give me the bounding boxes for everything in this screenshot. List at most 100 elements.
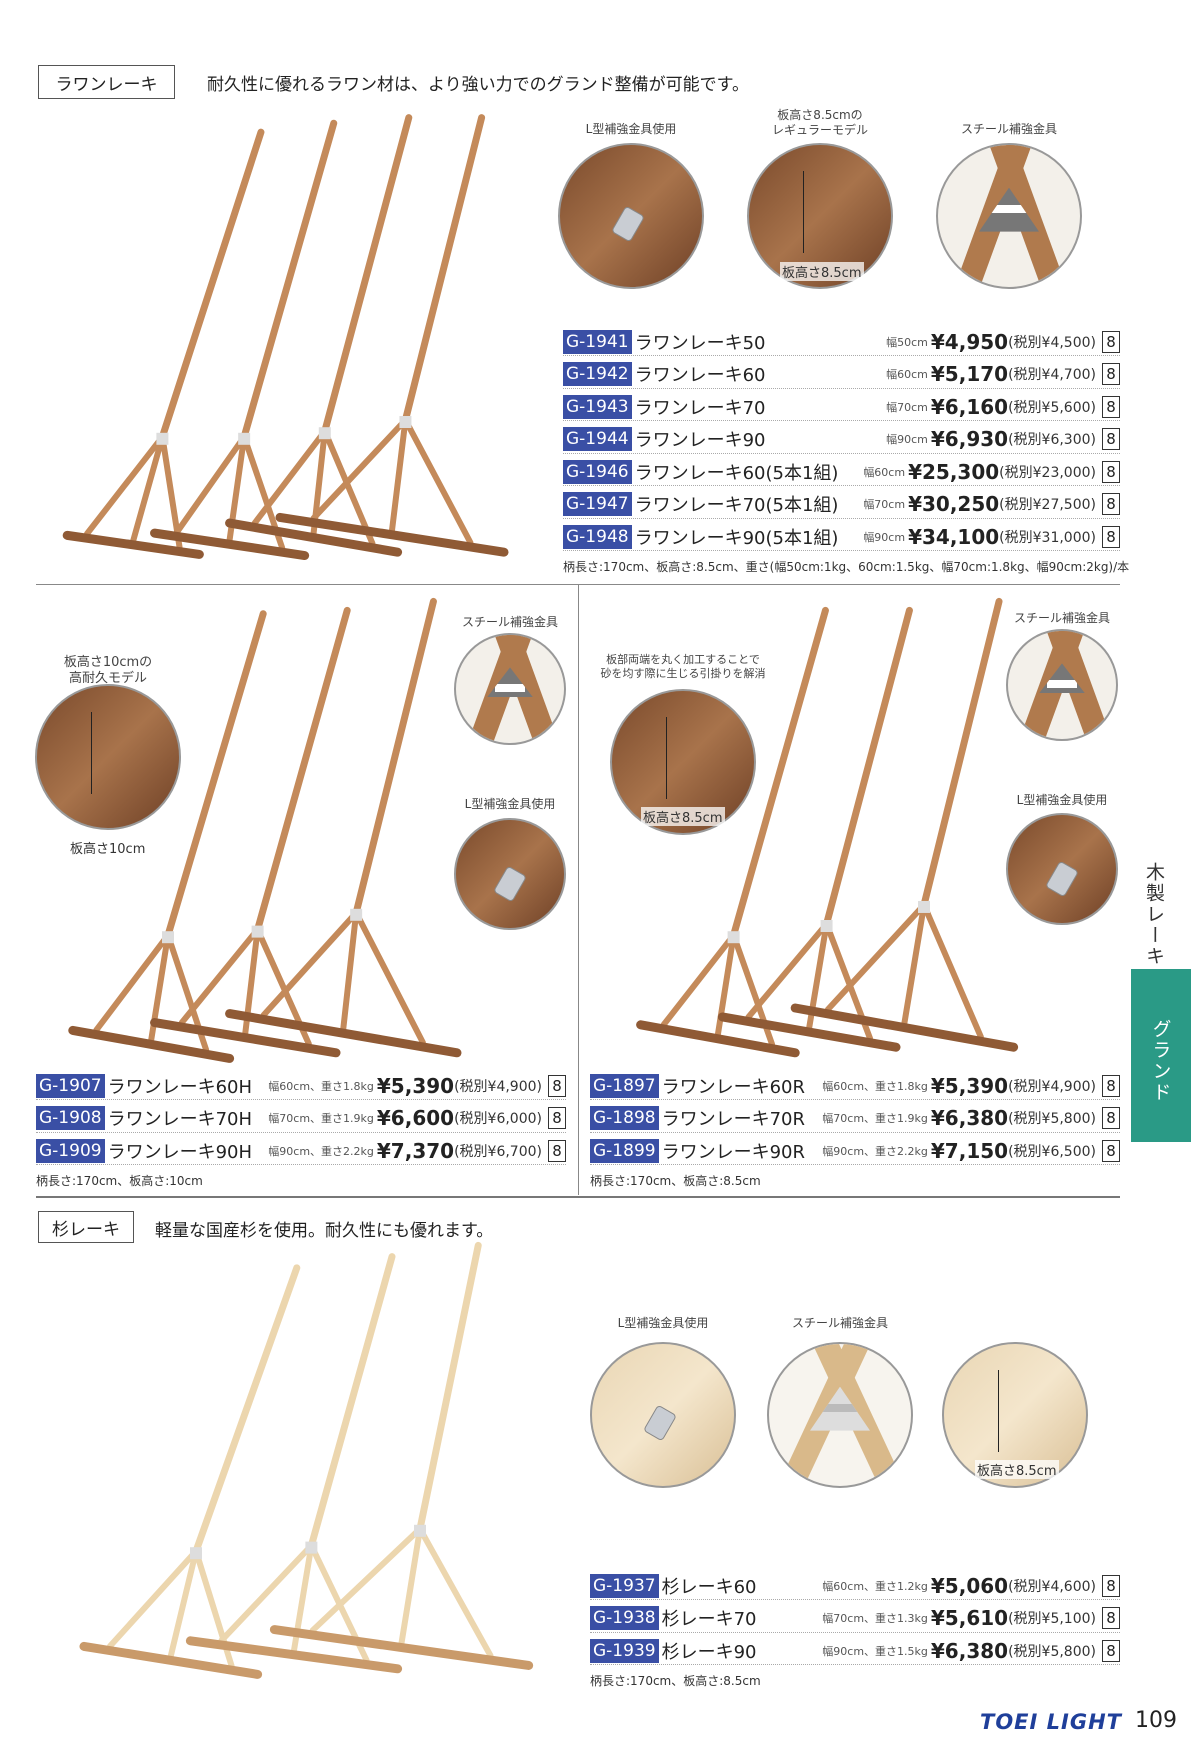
price-excluding-tax: (税別¥4,600) — [1008, 1578, 1096, 1595]
height-measure-label: 板高さ8.5cm — [780, 262, 864, 281]
product-name: ラワンレーキ70(5本1組) — [634, 495, 839, 516]
quantity-unit: 8 — [1102, 525, 1120, 548]
product-spec: 幅60cm、重さ1.2kg — [822, 1579, 928, 1593]
detail-caption: 板高さ10cmの 高耐久モデル — [63, 655, 153, 687]
product-price: ¥5,390 — [376, 1073, 455, 1098]
quantity-unit: 8 — [548, 1074, 566, 1097]
price-excluding-tax: (税別¥4,900) — [1008, 1078, 1096, 1095]
rake-part — [321, 114, 413, 435]
board-height-detail-image — [35, 684, 181, 830]
rake-part — [167, 1548, 199, 1659]
steel-bracket-detail-image — [454, 633, 566, 745]
product-code: G-1941 — [563, 329, 632, 354]
price-excluding-tax: (税別¥5,800) — [1008, 1111, 1096, 1127]
product-name: ラワンレーキ60H — [107, 1076, 253, 1098]
product-name: 杉レーキ60 — [661, 1576, 757, 1598]
product-code: G-1939 — [590, 1638, 659, 1663]
rake-part — [150, 528, 310, 561]
product-spec: 幅60cm — [886, 368, 928, 381]
price-excluding-tax: (税別¥23,000) — [999, 464, 1096, 481]
product-name: ラワンレーキ70R — [661, 1109, 805, 1130]
product-spec: 幅70cm — [886, 400, 928, 414]
product-price: ¥5,170 — [930, 362, 1009, 386]
quantity-unit: 8 — [1102, 1139, 1120, 1162]
product-price: ¥6,380 — [930, 1638, 1009, 1663]
quantity-unit: 8 — [1102, 395, 1120, 418]
rake-part — [164, 610, 267, 939]
product-price: ¥25,300 — [908, 459, 1000, 484]
product-spec: 幅90cm、重さ2.2kg — [822, 1144, 928, 1158]
rake-part — [269, 1625, 534, 1670]
product-price: ¥6,600 — [376, 1106, 455, 1130]
steel-bracket — [305, 1541, 318, 1554]
rake-part — [62, 530, 204, 559]
steel-bracket — [820, 920, 833, 932]
product-code: G-1943 — [563, 394, 632, 419]
rake-part — [660, 932, 737, 1028]
detail-caption: スチール補強金具 — [461, 615, 559, 629]
rake-part — [93, 932, 171, 1034]
product-spec: 幅60cm、重さ1.8kg — [822, 1079, 928, 1093]
rake-part — [402, 417, 474, 546]
quantity-unit: 8 — [1102, 1639, 1120, 1662]
price-excluding-tax: (税別¥4,500) — [1008, 334, 1096, 351]
rake-part — [307, 1253, 396, 1550]
quantity-unit: 8 — [1102, 1607, 1120, 1629]
rake-part — [84, 433, 166, 537]
product-code: G-1907 — [36, 1073, 105, 1098]
spec-note: 柄長さ:170cm、板高さ:10cm — [36, 1174, 203, 1188]
detail-caption: スチール補強金具 — [791, 1316, 889, 1330]
price-excluding-tax: (税別¥6,500) — [1008, 1143, 1096, 1160]
rake-part — [416, 1241, 482, 1533]
rake-part — [717, 1012, 901, 1052]
rake-part — [225, 1009, 462, 1058]
rake-part — [254, 606, 351, 934]
steel-bracket — [156, 432, 169, 445]
product-name: ラワンレーキ70H — [107, 1109, 253, 1130]
rake-part — [790, 1003, 1019, 1052]
rake-part — [417, 1525, 494, 1659]
price-excluding-tax: (税別¥6,300) — [1008, 432, 1096, 448]
steel-bracket — [238, 432, 251, 445]
category-tab-ground[interactable]: グランド — [1131, 969, 1191, 1142]
rake-part — [636, 1020, 800, 1058]
product-code: G-1937 — [590, 1573, 659, 1598]
quantity-unit: 8 — [1102, 1107, 1120, 1129]
l-bracket-detail-image — [454, 818, 566, 930]
rake-part — [150, 1018, 341, 1058]
detail-caption: 板部両端を丸く加工することで 砂を均す際に生じる引掛りを解消 — [600, 653, 766, 680]
product-spec: 幅90cm、重さ2.2kg — [268, 1144, 374, 1158]
quantity-unit: 8 — [1102, 428, 1120, 450]
price-excluding-tax: (税別¥4,700) — [1008, 367, 1096, 383]
height-measure-label: 板高さ8.5cm — [975, 1460, 1059, 1479]
product-name: ラワンレーキ50 — [634, 332, 766, 354]
product-spec: 幅90cm — [863, 530, 906, 544]
detail-caption: スチール補強金具 — [960, 122, 1058, 136]
steel-bracket-detail-image — [936, 143, 1082, 289]
rake-part — [921, 901, 984, 1040]
quantity-unit: 8 — [548, 1139, 566, 1162]
l-bracket-detail-image — [590, 1342, 736, 1488]
price-excluding-tax: (税別¥5,100) — [1008, 1611, 1096, 1627]
steel-bracket-detail-image — [767, 1342, 913, 1488]
price-excluding-tax: (税別¥5,600) — [1008, 399, 1096, 416]
page-number: 109 — [1135, 1708, 1177, 1733]
product-spec: 幅50cm — [886, 335, 928, 349]
product-name: ラワンレーキ90 — [634, 430, 766, 451]
rake-part — [352, 597, 437, 917]
product-code: G-1909 — [36, 1138, 105, 1163]
rake-part — [240, 119, 338, 441]
detail-caption: スチール補強金具 — [1013, 611, 1111, 625]
steel-bracket-detail-image — [1006, 629, 1118, 741]
product-name: ラワンレーキ90H — [107, 1141, 253, 1163]
product-name: 杉レーキ90 — [661, 1641, 757, 1663]
